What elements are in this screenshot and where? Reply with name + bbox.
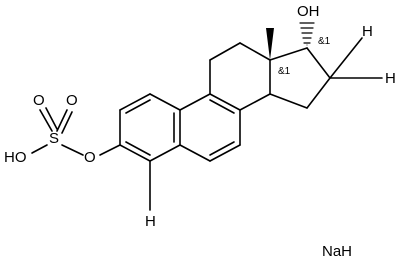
ester-oxygen-label: O [84, 149, 96, 166]
bond-s-o2b [61, 111, 73, 134]
methyl-wedge [266, 28, 274, 60]
sulfur-label: S [49, 130, 59, 147]
double-bond [125, 141, 151, 156]
bond [239, 42, 271, 61]
bond [149, 93, 181, 111]
bond [119, 144, 151, 162]
hydroxyl-label: HO [4, 149, 27, 166]
bond-c3-o [99, 144, 121, 156]
stereo-c17-label: &1 [318, 36, 331, 47]
double-bond [209, 99, 235, 114]
bond [179, 93, 211, 111]
stereo-c13-label: &1 [278, 66, 291, 77]
bond-s-o1b [45, 107, 58, 130]
hydroxyl-hash-wedge [299, 22, 315, 46]
bond-s-o1 [39, 109, 53, 132]
double-bond [209, 141, 235, 156]
counterion-label: NaH [322, 243, 352, 260]
oxygen-2-label: O [66, 92, 78, 109]
ring-d [269, 47, 331, 109]
bond [306, 77, 331, 109]
bond [149, 144, 181, 162]
bond [179, 144, 211, 162]
h-right-label: H [385, 70, 396, 87]
oxygen-1-label: O [33, 92, 45, 109]
ring-b [179, 93, 241, 162]
bond [269, 93, 308, 109]
h-upper-label: H [362, 23, 373, 40]
bond [209, 144, 241, 162]
bond [239, 93, 271, 111]
bond-o-s [61, 144, 84, 156]
bond [209, 93, 241, 111]
ring-a [119, 93, 181, 162]
bond-h-upper [329, 37, 363, 79]
bond [119, 93, 151, 111]
bond [209, 42, 241, 61]
double-bond [125, 99, 151, 114]
ring-c [209, 42, 271, 111]
bond [306, 47, 331, 79]
aromatic-h-label: H [145, 213, 156, 230]
bond [269, 47, 308, 61]
bond-s-o2 [56, 109, 68, 132]
oh-label: OH [297, 3, 320, 20]
bond-s-oh [31, 144, 48, 154]
